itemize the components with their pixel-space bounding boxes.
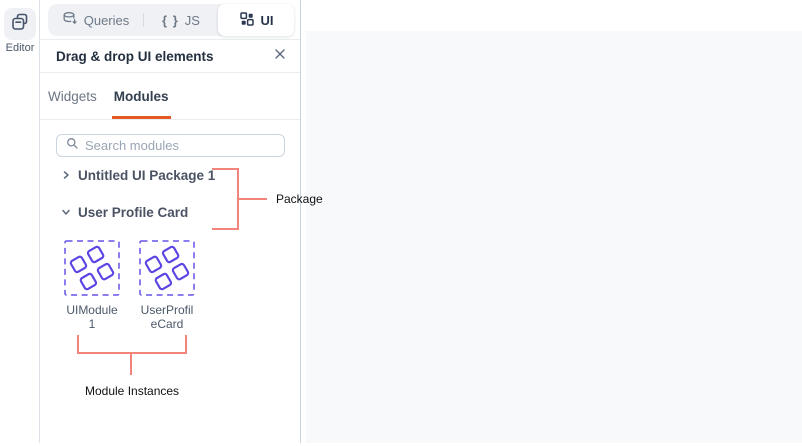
module-diamonds-icon — [139, 240, 195, 300]
editor-label: Editor — [5, 42, 35, 54]
segmented-control: Queries { } JS UI — [48, 4, 294, 36]
tab-modules-label: Modules — [113, 88, 169, 104]
panel-header: Drag & drop UI elements — [40, 40, 300, 73]
tab-widgets[interactable]: Widgets — [48, 73, 97, 119]
segment-queries[interactable]: Queries — [48, 4, 143, 36]
module-card-uimodule1[interactable] — [64, 240, 120, 296]
segment-js[interactable]: { } JS — [144, 4, 218, 36]
braces-icon: { } — [162, 12, 179, 28]
editor-pages-icon — [10, 12, 30, 37]
left-sidebar-rail: Editor — [0, 0, 40, 443]
tab-widgets-label: Widgets — [48, 88, 97, 104]
editor-nav-button[interactable] — [4, 8, 36, 40]
panel-tabs: Widgets Modules — [40, 73, 300, 120]
module-diamonds-icon — [64, 240, 120, 300]
segment-divider — [143, 13, 144, 27]
tree-item-label: User Profile Card — [78, 204, 189, 220]
panel-title: Drag & drop UI elements — [56, 48, 214, 64]
segment-ui-label: UI — [260, 12, 274, 28]
entity-explorer-panel: Queries { } JS UI — [40, 0, 301, 443]
segment-ui-active[interactable]: UI — [218, 4, 294, 36]
chevron-down-icon[interactable] — [60, 206, 72, 218]
main-area — [301, 0, 802, 443]
app-canvas[interactable] — [306, 31, 802, 443]
editor-segment-bar: Queries { } JS UI — [40, 0, 300, 40]
ui-grid-icon — [239, 11, 255, 30]
search-modules-box — [56, 134, 285, 157]
module-card-userprofilecard[interactable] — [139, 240, 195, 296]
segment-queries-label: Queries — [83, 12, 130, 28]
chevron-right-icon[interactable] — [60, 169, 72, 181]
database-icon — [62, 11, 78, 30]
close-icon — [274, 47, 286, 65]
module-instance-label: UIModule 1 — [66, 303, 118, 331]
tab-modules-active[interactable]: Modules — [111, 73, 171, 119]
search-icon — [57, 137, 79, 155]
search-input[interactable] — [85, 138, 265, 153]
module-instance-label: UserProfileCard — [140, 303, 194, 331]
tree-item-label: Untitled UI Package 1 — [78, 167, 216, 183]
segment-js-label: JS — [184, 12, 200, 28]
tree-item-untitled-ui-package[interactable]: Untitled UI Package 1 — [40, 166, 300, 184]
close-button[interactable] — [268, 44, 292, 68]
tree-item-user-profile-card[interactable]: User Profile Card — [40, 203, 300, 221]
